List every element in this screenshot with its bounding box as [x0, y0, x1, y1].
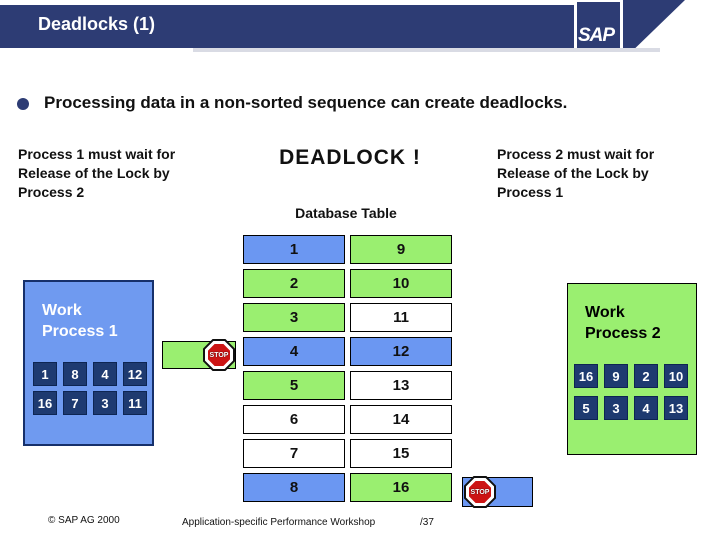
- stop-sign-icon: STOP: [464, 476, 496, 508]
- table-cell: 3: [243, 303, 345, 332]
- text-line: Process 1: [497, 184, 564, 200]
- sap-logo-slash: [623, 0, 685, 48]
- queue-item: 11: [123, 391, 147, 415]
- queue-item: 3: [604, 396, 628, 420]
- queue-item: 1: [33, 362, 57, 386]
- queue-item: 4: [93, 362, 117, 386]
- table-cell: 6: [243, 405, 345, 434]
- footer-page-number: /37: [420, 517, 434, 528]
- stop-sign-icon: STOP: [203, 339, 235, 371]
- table-cell: 4: [243, 337, 345, 366]
- queue-item: 12: [123, 362, 147, 386]
- table-cell: 7: [243, 439, 345, 468]
- queue-item: 5: [574, 396, 598, 420]
- text-line: Process 2: [18, 184, 85, 200]
- table-cell: 16: [350, 473, 452, 502]
- text-line: Release of the Lock by: [497, 165, 649, 181]
- title-bar-shadow: [193, 48, 660, 52]
- deadlock-label: DEADLOCK !: [279, 146, 421, 169]
- queue-item: 3: [93, 391, 117, 415]
- queue-item: 7: [63, 391, 87, 415]
- table-cell: 12: [350, 337, 452, 366]
- table-cell: 5: [243, 371, 345, 400]
- queue-item: 4: [634, 396, 658, 420]
- footer-copyright: © SAP AG 2000: [48, 515, 120, 526]
- bullet-icon: [17, 98, 29, 110]
- database-table-title: Database Table: [295, 205, 397, 221]
- table-cell: 2: [243, 269, 345, 298]
- queue-item: 10: [664, 364, 688, 388]
- table-cell: 9: [350, 235, 452, 264]
- text-line: Process 1 must wait for: [18, 146, 176, 162]
- text-line: Work: [585, 304, 625, 321]
- title-bar: [0, 5, 574, 48]
- footer-workshop: Application-specific Performance Worksho…: [182, 517, 376, 528]
- queue-item: 2: [634, 364, 658, 388]
- table-cell: 13: [350, 371, 452, 400]
- text-line: Release of the Lock by: [18, 165, 170, 181]
- stop-sign-face: STOP: [469, 481, 491, 503]
- queue-item: 16: [574, 364, 598, 388]
- sap-logo: SAP: [578, 25, 615, 46]
- queue-item: 16: [33, 391, 57, 415]
- table-cell: 14: [350, 405, 452, 434]
- page-title: Deadlocks (1): [38, 14, 156, 34]
- text-line: Process 1: [42, 323, 118, 340]
- queue-item: 8: [63, 362, 87, 386]
- sap-logo-segment: [577, 2, 620, 48]
- table-cell: 8: [243, 473, 345, 502]
- text-line: Process 2: [585, 325, 661, 342]
- stop-sign-face: STOP: [208, 344, 230, 366]
- queue-item: 9: [604, 364, 628, 388]
- bullet-statement: Processing data in a non-sorted sequence…: [44, 93, 568, 112]
- text-line: Process 2 must wait for: [497, 146, 655, 162]
- table-cell: 1: [243, 235, 345, 264]
- queue-item: 13: [664, 396, 688, 420]
- table-cell: 10: [350, 269, 452, 298]
- table-cell: 11: [350, 303, 452, 332]
- text-line: Work: [42, 302, 82, 319]
- table-cell: 15: [350, 439, 452, 468]
